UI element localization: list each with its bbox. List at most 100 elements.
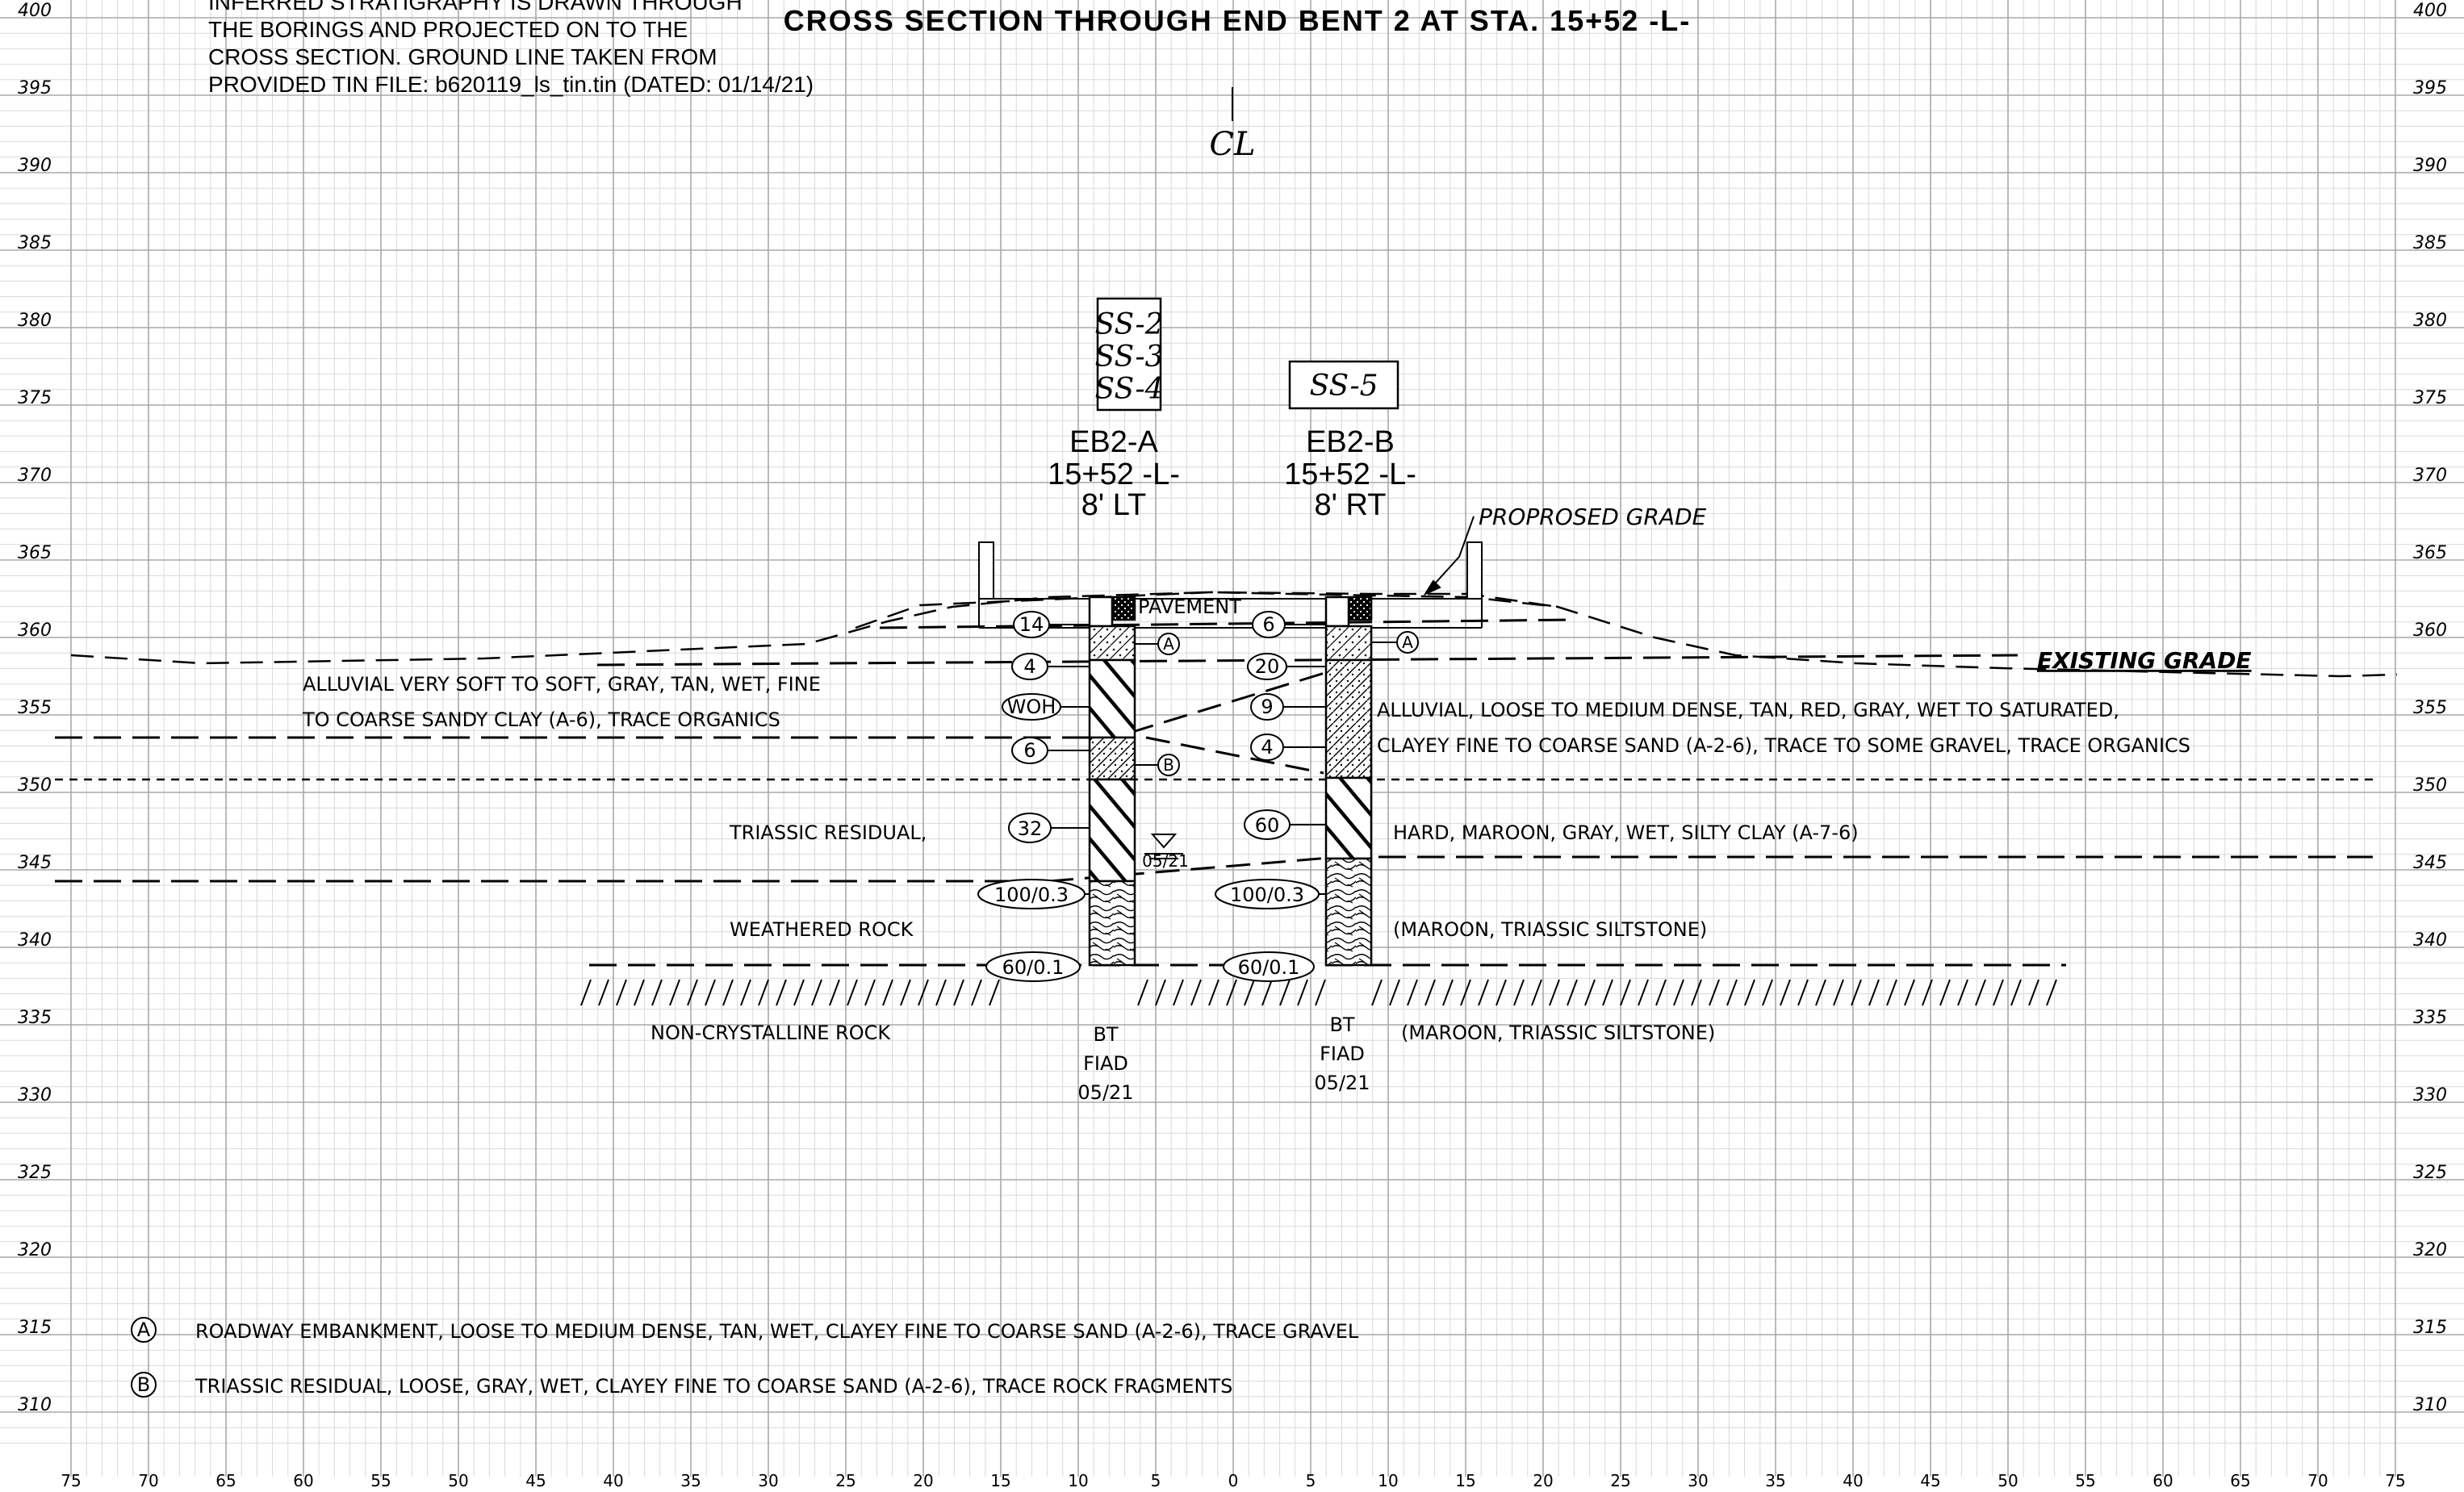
label-maroon-siltstone-2: (MAROON, TRIASSIC SILTSTONE)	[1401, 1022, 1715, 1044]
label-left-alluvial-2: TO COARSE SANDY CLAY (A-6), TRACE ORGANI…	[302, 708, 780, 731]
label-triassic-residual: TRIASSIC RESIDUAL,	[729, 821, 927, 844]
rock-slash	[1137, 979, 1148, 1006]
legend-text-b: TRIASSIC RESIDUAL, LOOSE, GRAY, WET, CLA…	[195, 1375, 1232, 1398]
offset-label: 75	[2385, 1471, 2405, 1490]
offset-label: 5	[1151, 1471, 1161, 1490]
blow-count-oval: 6	[1252, 611, 1326, 638]
rock-slash	[1478, 979, 1489, 1006]
rock-slash	[1691, 979, 1702, 1006]
svg-text:A: A	[1402, 633, 1413, 652]
rock-slash	[669, 979, 680, 1006]
elevation-label: 350	[18, 775, 52, 796]
rock-slash	[1815, 979, 1826, 1006]
rock-slash	[1851, 979, 1862, 1006]
svg-text:4: 4	[1261, 736, 1273, 759]
elevation-label: 325	[18, 1163, 52, 1183]
sample-ss-2: SS-2	[1094, 308, 1163, 341]
rock-a	[1088, 880, 1136, 967]
elevation-axis-right: 4003953903853803753703653603553503453403…	[2413, 1, 2447, 1415]
legend-text-a: ROADWAY EMBANKMENT, LOOSE TO MEDIUM DENS…	[195, 1320, 1359, 1343]
rock-b	[1324, 857, 1373, 967]
elevation-label: 355	[18, 698, 52, 718]
rock-slash	[1424, 979, 1436, 1006]
legend-symbol-b: B	[137, 1373, 150, 1396]
callout-a-right: A	[1371, 631, 1419, 654]
svg-text:05/21: 05/21	[1314, 1072, 1370, 1094]
offset-label: 10	[1068, 1471, 1088, 1490]
rock-slash	[1407, 979, 1418, 1006]
elevation-label: 360	[18, 621, 52, 641]
rock-slash	[1371, 979, 1383, 1006]
label-maroon-siltstone: (MAROON, TRIASSIC SILTSTONE)	[1393, 918, 1707, 941]
rock-slash	[722, 979, 734, 1006]
label-right-alluvial-2: CLAYEY FINE TO COARSE SAND (A-2-6), TRAC…	[1377, 734, 2190, 757]
svg-text:20: 20	[1255, 655, 1280, 678]
elevation-label: 370	[18, 466, 52, 486]
rock-slash	[1244, 979, 1255, 1006]
svg-text:B: B	[1163, 755, 1174, 775]
elevation-label: 365	[18, 543, 52, 563]
svg-text:BT: BT	[1093, 1023, 1118, 1046]
svg-text:9: 9	[1261, 696, 1273, 718]
rock-slash	[1620, 979, 1631, 1006]
elevation-label: 335	[2413, 1008, 2447, 1028]
elevation-label: 345	[18, 853, 52, 873]
offset-label: 45	[525, 1471, 546, 1490]
blow-count-oval: 100/0.3	[1215, 879, 1326, 909]
rock-slash	[1442, 979, 1454, 1006]
rock-slash	[1297, 979, 1308, 1006]
elevation-label: 375	[18, 388, 52, 408]
sample-ss-3: SS-3	[1094, 341, 1163, 374]
svg-text:60/0.1: 60/0.1	[1238, 956, 1300, 979]
rock-slash	[1922, 979, 1933, 1006]
pavement-fill-a	[1111, 596, 1136, 621]
rock-slash	[1460, 979, 1471, 1006]
left-backwall	[978, 541, 994, 600]
svg-text:14: 14	[1019, 613, 1044, 636]
offset-label: 5	[1306, 1471, 1316, 1490]
note-line-3: CROSS SECTION. GROUND LINE TAKEN FROM	[208, 44, 717, 69]
rock-slash	[1226, 979, 1237, 1006]
offset-label: 55	[2075, 1471, 2095, 1490]
label-weathered-rock: WEATHERED ROCK	[730, 918, 914, 941]
rock-slash	[1567, 979, 1578, 1006]
rock-slash	[1744, 979, 1755, 1006]
offset-label: 70	[2307, 1471, 2328, 1490]
rock-slash	[1655, 979, 1667, 1006]
svg-text:A: A	[1163, 634, 1174, 654]
boring-offset-a: 8' LT	[1081, 488, 1146, 522]
blow-counts-eb2-a: 14 4 WOH 6 32 100/0.3 60/0.	[977, 611, 1090, 982]
elevation-label: 390	[2413, 156, 2447, 176]
strata-labels: PAVEMENT PROPROSED GRADE EXISTING GRADE …	[302, 504, 2252, 1044]
elevation-label: 320	[18, 1240, 52, 1260]
rock-slash	[1190, 979, 1202, 1006]
note-line-2: THE BORINGS AND PROJECTED ON TO THE	[208, 17, 688, 42]
sample-ss-5: SS-5	[1309, 370, 1378, 403]
label-existing-grade: EXISTING GRADE	[2037, 647, 2252, 674]
elevation-label: 400	[18, 1, 52, 21]
sand-b	[1324, 658, 1373, 779]
rock-texture-band	[580, 979, 2057, 1006]
elevation-label: 395	[18, 78, 52, 98]
rock-slash	[1261, 979, 1273, 1006]
elevation-label: 310	[18, 1395, 52, 1415]
elevation-label: 320	[2413, 1240, 2447, 1260]
rock-slash	[2010, 979, 2022, 1006]
svg-text:32: 32	[1018, 817, 1043, 840]
svg-text:100/0.3: 100/0.3	[1230, 884, 1304, 906]
rock-slash	[1726, 979, 1738, 1006]
sample-ss-4: SS-4	[1094, 373, 1163, 406]
proposed-grade-line	[855, 591, 1558, 629]
note-line-4: PROVIDED TIN FILE: b620119_ls_tin.tin (D…	[208, 72, 814, 97]
embankment-fill-b	[1324, 596, 1350, 628]
sample-box-eb2-a: SS-2 SS-3 SS-4	[1094, 297, 1164, 412]
rock-slash	[971, 979, 982, 1006]
blow-count-oval: 20	[1247, 653, 1326, 680]
rock-slash	[1886, 979, 1897, 1006]
rock-slash	[829, 979, 840, 1006]
rock-slash	[634, 979, 645, 1006]
boring-id-b: EB2-B	[1306, 425, 1395, 459]
callout-b-left: B	[1135, 754, 1180, 776]
fill-a-upper	[1088, 625, 1136, 662]
rock-slash	[616, 979, 627, 1006]
